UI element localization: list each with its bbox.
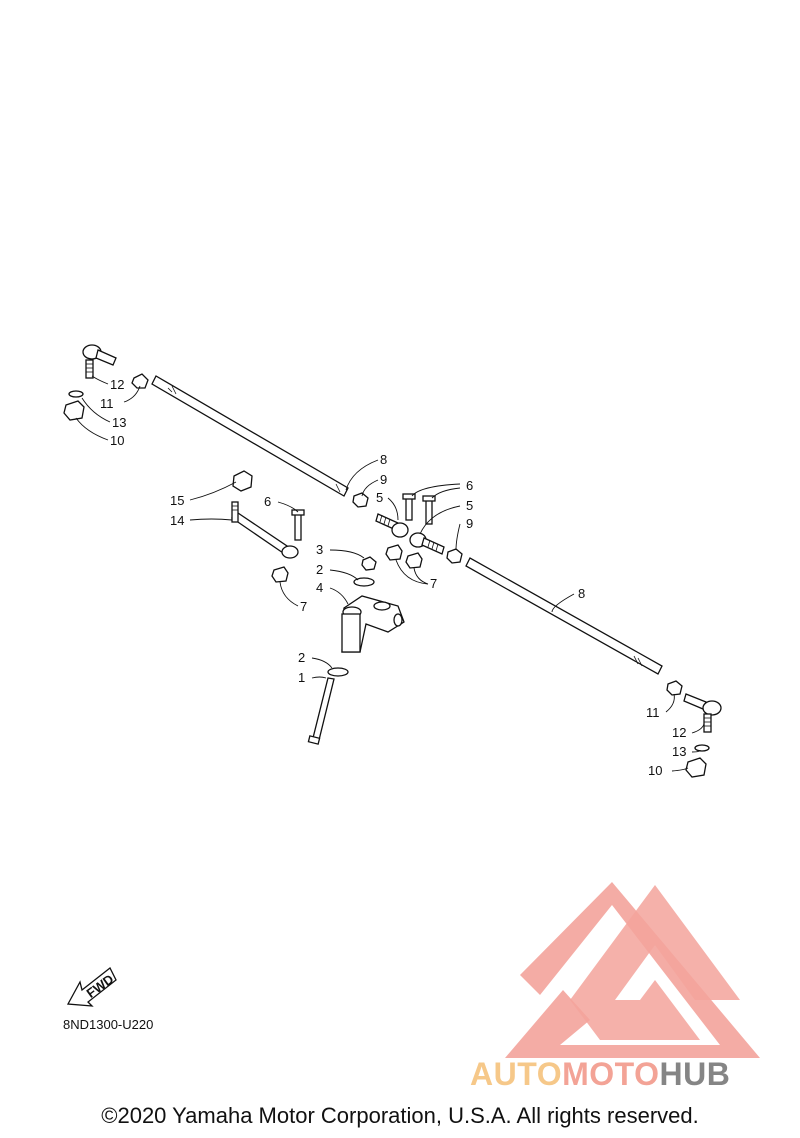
tie-rod-right [465, 557, 663, 675]
washer-right-outer [694, 744, 710, 752]
tie-rod-end-left-inner [375, 513, 409, 538]
callout-2-lower: 2 [298, 650, 305, 665]
callout-13-left: 13 [112, 415, 126, 430]
callout-10-right: 10 [648, 763, 662, 778]
callout-4: 4 [316, 580, 323, 595]
callout-3: 3 [316, 542, 323, 557]
watermark-brand-auto: AUTO [470, 1056, 563, 1092]
callout-7-relay: 7 [300, 599, 307, 614]
washer-left-outer [68, 390, 84, 398]
callout-5-left: 5 [376, 490, 383, 505]
jam-nut-right-inner [446, 548, 463, 564]
nut-right-inner [405, 552, 423, 569]
callout-8-left: 8 [380, 452, 387, 467]
callout-11-left: 11 [100, 396, 114, 411]
watermark-brand: AUTOMOTOHUB [470, 1056, 730, 1093]
relay-rod-bolt [291, 509, 305, 541]
watermark-logo [505, 882, 760, 1058]
callout-12-left: 12 [110, 377, 124, 392]
leader-lines [75, 375, 705, 772]
callout-9-left: 9 [380, 472, 387, 487]
nut-left-inner [385, 544, 403, 561]
copyright-notice: ©2020 Yamaha Motor Corporation, U.S.A. A… [101, 1103, 699, 1128]
callout-10-left: 10 [110, 433, 124, 448]
pitman-long-bolt [307, 677, 335, 745]
tie-rod-end-right-inner [409, 532, 445, 555]
callout-6-relay: 6 [264, 494, 271, 509]
pitman-washer-upper [353, 577, 375, 587]
callout-5-right: 5 [466, 498, 473, 513]
jam-nut-left-outer [131, 373, 149, 389]
callout-7-right: 7 [430, 576, 437, 591]
relay-rod-bottom-nut [271, 566, 289, 583]
relay-rod [230, 501, 299, 559]
watermark-inner-triangle [570, 885, 740, 1040]
pitman-washer-lower [327, 667, 349, 677]
watermark-brand-hub: HUB [659, 1056, 731, 1092]
nut-left-outer [63, 400, 85, 421]
jam-nut-right-outer [666, 680, 683, 696]
callout-14: 14 [170, 513, 184, 528]
callout-1: 1 [298, 670, 305, 685]
watermark-outer-triangle [505, 882, 760, 1058]
jam-nut-left-inner [352, 492, 369, 508]
tie-rod-end-left-outer [82, 344, 117, 379]
callout-2-upper: 2 [316, 562, 323, 577]
callout-15: 15 [170, 493, 184, 508]
callout-9-right: 9 [466, 516, 473, 531]
pitman-arm [341, 595, 405, 653]
bolt-right-inner [422, 495, 436, 525]
callout-12-right: 12 [672, 725, 686, 740]
callout-6-upper: 6 [466, 478, 473, 493]
diagram-code: 8ND1300-U220 [63, 1017, 154, 1032]
tie-rod-left [151, 375, 349, 497]
tie-rod-end-right-outer [683, 693, 722, 733]
relay-rod-nut [232, 470, 253, 492]
callout-11-right: 11 [646, 705, 660, 720]
pitman-nut [361, 556, 377, 571]
nut-right-outer [685, 757, 707, 778]
callout-8-right: 8 [578, 586, 585, 601]
fwd-arrow-icon: FWD [66, 966, 117, 1007]
callout-13-right: 13 [672, 744, 686, 759]
bolt-left-inner [402, 493, 416, 521]
watermark-brand-moto: MOTO [562, 1056, 660, 1092]
callout-numbers: 12 11 13 10 8 9 5 6 5 9 7 8 15 14 6 7 3 … [100, 377, 686, 778]
